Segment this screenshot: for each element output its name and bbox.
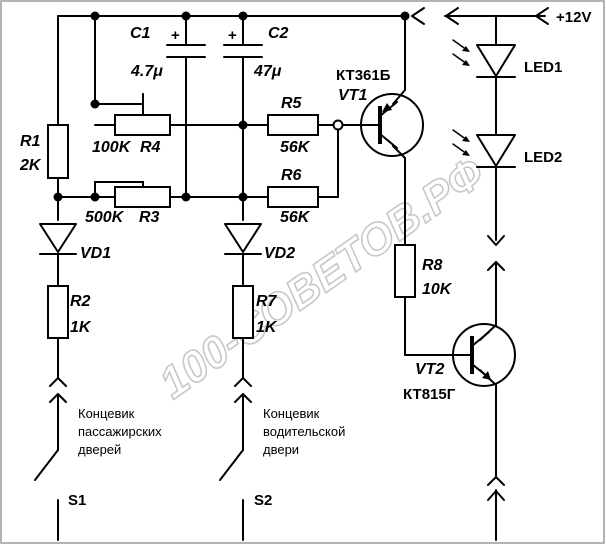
connector-supply-a <box>445 7 459 25</box>
capacitor-c1: + <box>166 27 206 58</box>
r7-name: R7 <box>256 293 278 310</box>
r1-value: 2K <box>19 157 42 174</box>
capacitor-c2: + <box>223 27 263 58</box>
svg-text:+: + <box>171 27 180 44</box>
s2-note-2: водительской <box>263 424 345 439</box>
vt1-name: VT1 <box>338 87 367 104</box>
resistor-r8 <box>394 244 416 298</box>
led2-name: LED2 <box>524 149 562 166</box>
connectors <box>49 7 549 501</box>
junctions <box>53 11 410 202</box>
s1-note-1: Концевик <box>78 406 135 421</box>
vd2-name: VD2 <box>264 245 295 262</box>
r4-name: R4 <box>140 139 161 156</box>
s2-note-3: двери <box>263 442 299 457</box>
r7-value: 1K <box>256 319 278 336</box>
vt2-name: VT2 <box>415 361 444 378</box>
resistor-r2 <box>47 285 69 339</box>
led-1 <box>452 39 516 78</box>
connector-led-b <box>487 261 505 271</box>
s2-note-1: Концевик <box>263 406 320 421</box>
resistor-r5 <box>267 114 319 136</box>
svg-text:+: + <box>228 27 237 44</box>
s2-name: S2 <box>254 492 272 509</box>
connector-led-a <box>487 235 505 246</box>
vt2-model: КТ815Г <box>403 386 456 403</box>
s1-note-2: пассажирских <box>78 424 162 439</box>
connector-s1-a <box>49 377 67 387</box>
supply-label: +12V <box>556 9 591 26</box>
r3-name: R3 <box>139 209 160 226</box>
c2-value: 47μ <box>253 63 282 80</box>
vt1-model: КТ361Б <box>336 67 391 84</box>
r5-value: 56K <box>280 139 311 156</box>
r3-value: 500K <box>85 209 125 226</box>
connector-s2-a <box>234 377 252 387</box>
connector-s1-b <box>49 393 67 403</box>
c1-value: 4.7μ <box>130 63 163 80</box>
connector-vt1 <box>411 7 425 25</box>
r5-name: R5 <box>281 95 303 112</box>
c1-name: C1 <box>130 25 151 42</box>
r4-value: 100K <box>92 139 132 156</box>
r8-name: R8 <box>422 257 443 274</box>
r2-name: R2 <box>70 293 91 310</box>
connector-s2-b <box>234 393 252 403</box>
resistor-r1 <box>47 124 69 179</box>
resistor-r6 <box>267 186 319 208</box>
r6-name: R6 <box>281 167 302 184</box>
resistor-r7 <box>232 285 254 339</box>
r8-value: 10K <box>422 281 453 298</box>
vd1-name: VD1 <box>80 245 111 262</box>
diode-vd1 <box>39 223 77 255</box>
s1-name: S1 <box>68 492 86 509</box>
led-2 <box>452 129 516 168</box>
transistor-vt1 <box>360 93 424 157</box>
potentiometer-r3 <box>114 181 171 208</box>
diode-vd2 <box>224 223 262 255</box>
transistor-vt2 <box>452 323 516 387</box>
r2-value: 1K <box>70 319 92 336</box>
connector-supply-b <box>535 7 549 25</box>
r6-value: 56K <box>280 209 311 226</box>
r1-name: R1 <box>20 133 41 150</box>
c2-name: C2 <box>268 25 289 42</box>
s1-note-3: дверей <box>78 442 121 457</box>
potentiometer-r4 <box>114 93 171 136</box>
connector-vt2-a <box>487 476 505 486</box>
led1-name: LED1 <box>524 59 562 76</box>
labels: +12V C1 4.7μ C2 47μ R1 2K 100K R4 500K R… <box>19 9 591 509</box>
connector-vt2-b <box>487 490 505 501</box>
